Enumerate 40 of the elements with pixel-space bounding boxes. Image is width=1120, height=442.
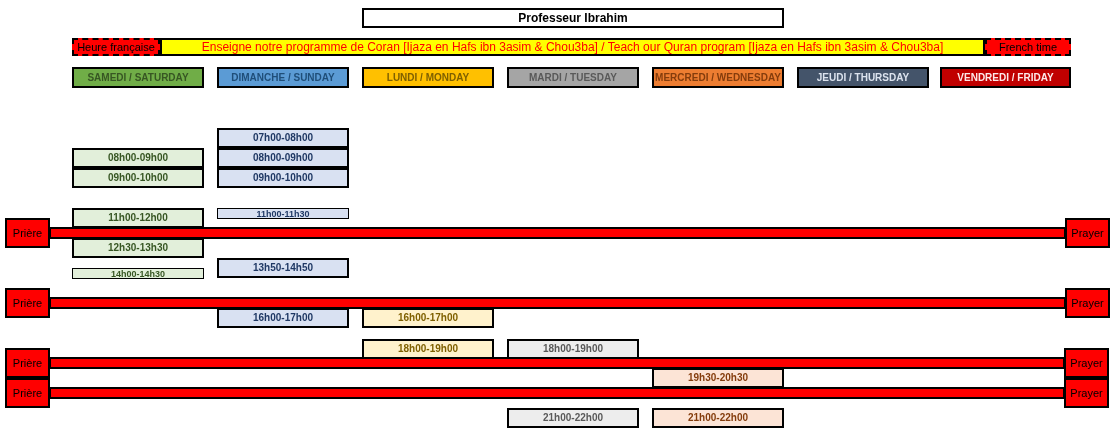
day-header: LUNDI / MONDAY <box>362 67 494 88</box>
time-slot: 21h00-22h00 <box>507 408 639 428</box>
prayer-box: Prière <box>5 348 50 378</box>
prayer-bar <box>49 227 1066 239</box>
time-slot: 19h30-20h30 <box>652 368 784 388</box>
time-slot: 13h50-14h50 <box>217 258 349 278</box>
title-box: Professeur Ibrahim <box>362 8 784 28</box>
day-header: VENDREDI / FRIDAY <box>940 67 1071 88</box>
time-slot: 11h00-12h00 <box>72 208 204 228</box>
time-slot: 07h00-08h00 <box>217 128 349 148</box>
prayer-box: Prière <box>5 288 50 318</box>
prayer-box: Prière <box>5 218 50 248</box>
time-slot: 21h00-22h00 <box>652 408 784 428</box>
prayer-box: Prayer <box>1064 348 1109 378</box>
time-zone-label: Heure française <box>72 38 160 56</box>
time-slot: 18h00-19h00 <box>507 339 639 359</box>
day-header: JEUDI / THURSDAY <box>797 67 929 88</box>
time-zone-label: French time <box>985 38 1071 56</box>
day-header: MERCREDI / WEDNESDAY <box>652 67 784 88</box>
time-slot: 18h00-19h00 <box>362 339 494 359</box>
time-slot: 11h00-11h30 <box>217 208 349 219</box>
time-slot: 08h00-09h00 <box>217 148 349 168</box>
prayer-box: Prière <box>5 378 50 408</box>
prayer-box: Prayer <box>1064 378 1109 408</box>
day-header: SAMEDI / SATURDAY <box>72 67 204 88</box>
time-slot: 16h00-17h00 <box>362 308 494 328</box>
prayer-box: Prayer <box>1065 218 1110 248</box>
time-slot: 14h00-14h30 <box>72 268 204 279</box>
prayer-bar <box>49 297 1066 309</box>
time-slot: 08h00-09h00 <box>72 148 204 168</box>
program-banner: Enseigne notre programme de Coran [Ijaza en Hafs ibn 3asim & Chou3ba] / Teach our Quran program [Ijaza en Hafs ibn 3asim & Chou3ba] <box>160 38 985 56</box>
time-slot: 12h30-13h30 <box>72 238 204 258</box>
day-header: MARDI / TUESDAY <box>507 67 639 88</box>
prayer-bar <box>49 357 1065 369</box>
prayer-bar <box>49 387 1065 399</box>
prayer-box: Prayer <box>1065 288 1110 318</box>
time-slot: 16h00-17h00 <box>217 308 349 328</box>
time-slot: 09h00-10h00 <box>217 168 349 188</box>
day-header: DIMANCHE / SUNDAY <box>217 67 349 88</box>
time-slot: 09h00-10h00 <box>72 168 204 188</box>
